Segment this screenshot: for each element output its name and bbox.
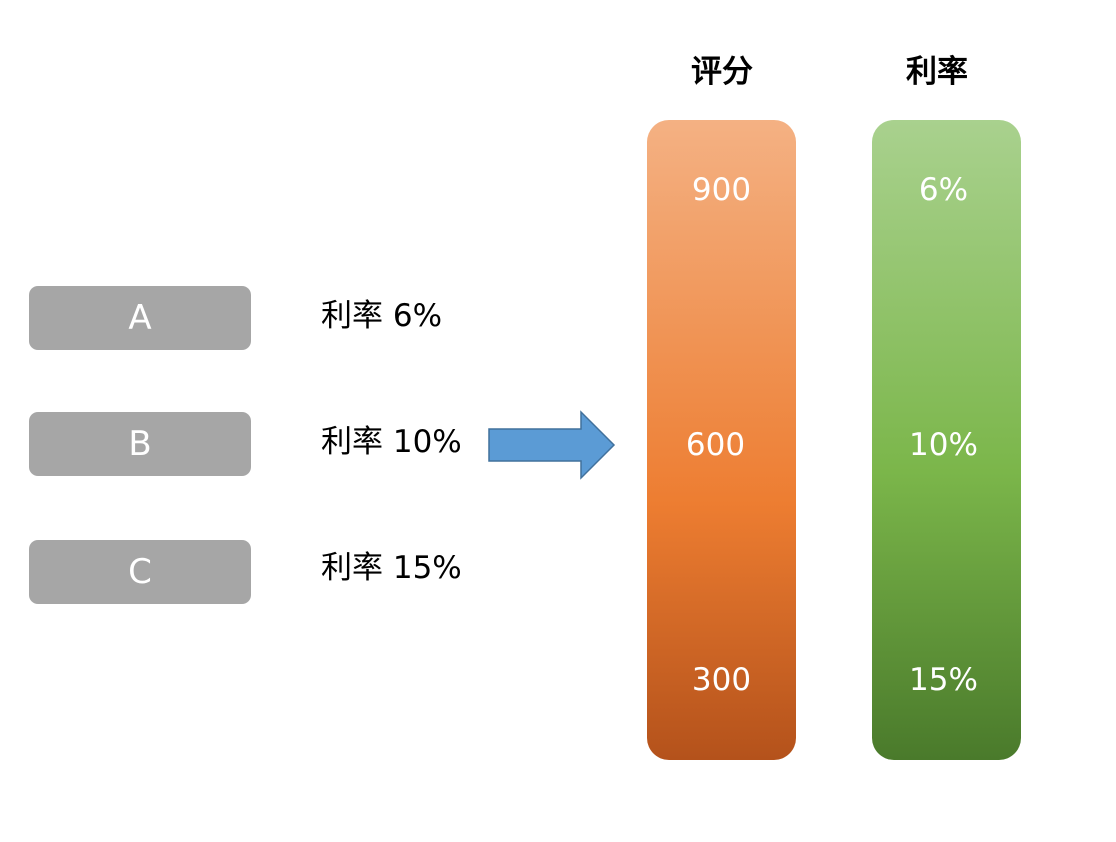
- score-value-bottom: 300: [691, 662, 752, 698]
- right-arrow-icon: [488, 410, 616, 480]
- score-bar: 900 600 300: [647, 120, 796, 760]
- box-a: A: [29, 286, 251, 350]
- rate-bar: 6% 10% 15%: [872, 120, 1021, 760]
- rate-value-top: 6%: [918, 172, 969, 208]
- rate-label-b: 利率 10%: [321, 424, 462, 460]
- box-a-label: A: [128, 298, 152, 338]
- score-value-top: 900: [691, 172, 752, 208]
- rate-column-header: 利率: [906, 54, 968, 90]
- score-value-middle: 600: [685, 427, 746, 463]
- box-b-label: B: [128, 424, 152, 464]
- rate-label-c: 利率 15%: [321, 550, 462, 586]
- rate-value-bottom: 15%: [909, 662, 978, 698]
- score-column-header: 评分: [691, 54, 753, 90]
- rate-value-middle: 10%: [909, 427, 978, 463]
- box-b: B: [29, 412, 251, 476]
- rate-label-a: 利率 6%: [321, 298, 443, 334]
- box-c: C: [29, 540, 251, 604]
- box-c-label: C: [128, 552, 152, 592]
